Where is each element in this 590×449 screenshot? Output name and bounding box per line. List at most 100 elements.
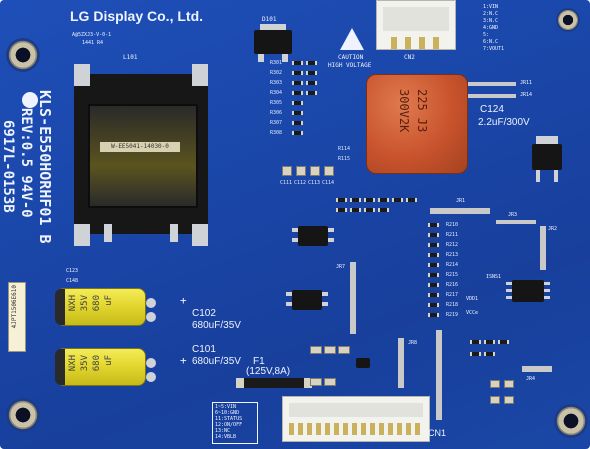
cn2-pin-4: 4:GND — [483, 25, 499, 31]
plus-sign: + — [180, 354, 187, 367]
jr4-label: JR4 — [526, 376, 536, 382]
jr11-label: JR11 — [520, 80, 533, 86]
brand-label: LG Display Co., Ltd. — [70, 8, 204, 24]
ref-label: R114 — [338, 146, 351, 152]
c101-label: C101 — [192, 344, 216, 355]
resistor-label: R307 — [270, 120, 283, 126]
d101-label: D101 — [262, 16, 277, 23]
model-line-1: KLS-E550HORHF01 B — [36, 90, 54, 244]
l101-label: L101 — [123, 54, 138, 61]
cn1-pin-1: 1~5:VIN — [215, 404, 237, 410]
fuse-f1 — [236, 378, 312, 388]
c102-label: C102 — [192, 308, 216, 319]
mounting-hole-top-left — [6, 38, 40, 72]
f1-label: F1 — [253, 356, 265, 367]
c123-label: C123 — [66, 268, 79, 274]
jumper-jr14 — [468, 94, 516, 98]
model-line-3: 6917L-0153B — [0, 120, 16, 213]
serial-sticker: 4JPT1506E610 — [8, 282, 26, 352]
jumper-jr4 — [522, 366, 552, 372]
cap-marking-value: 680 — [92, 355, 102, 372]
jumper-jr7 — [350, 262, 356, 334]
jr1-label: JR1 — [456, 198, 466, 204]
resistor-row-middle — [336, 196, 426, 216]
c102-rating: 680uF/35V — [192, 320, 241, 331]
c102-pad — [146, 298, 156, 308]
jumper-vertical-right — [436, 330, 442, 420]
mounting-hole-bottom-left — [6, 398, 40, 432]
resistor-label: R217 — [446, 292, 459, 298]
cap-marking-nxh: NXH — [68, 355, 78, 372]
resistor-label: R210 — [446, 222, 459, 228]
resistor-label: R211 — [446, 232, 459, 238]
vdd1-label: VDD1 — [466, 296, 479, 302]
top-small-code: A@5ZXJ3-V-0-1 — [72, 32, 112, 38]
connector-cn2 — [376, 0, 456, 50]
caution-label: CAUTION — [338, 54, 364, 61]
electrolytic-capacitor-c102: NXH 35V 680 uF — [55, 288, 146, 326]
controller-ic — [506, 276, 550, 306]
cn1-pinout-box: 1~5:VIN 6~10:GND 11:STATUS 12:ON/OFF 13:… — [212, 402, 258, 444]
resistor-column-right: R210 R211 R212 R213 R214 R215 R216 R217 … — [426, 222, 470, 332]
cn2-pin-3: 3:N.C — [483, 18, 499, 24]
cn2-label: CN2 — [404, 54, 415, 61]
resistor-label: R305 — [270, 100, 283, 106]
smd-cluster-mid: R114 R115 C111 C112 C113 C114 — [280, 146, 360, 192]
cn1-pin-3: 11:STATUS — [215, 416, 243, 422]
smd-cluster-bottom — [310, 340, 390, 390]
ref-label: C113 — [308, 180, 321, 186]
jumper-jr11 — [468, 82, 516, 86]
c124-rating: 2.2uF/300V — [478, 117, 530, 128]
ref-label: C114 — [322, 180, 335, 186]
connector-cn1 — [282, 396, 430, 442]
cn1-label: CN1 — [428, 428, 447, 438]
resistor-label: R215 — [446, 272, 459, 278]
resistor-label: R214 — [446, 262, 459, 268]
ic-so8-upper — [292, 222, 334, 250]
jumper-jr3 — [496, 220, 536, 224]
cap-marking-unit: uF — [104, 355, 114, 366]
cap-marking-nxh: NXH — [68, 295, 78, 312]
cap-marking-voltage: 35V — [80, 355, 90, 372]
c102-pad — [146, 312, 156, 322]
resistor-column-left: R301 R302 R303 R304 R305 R306 R307 R308 — [270, 60, 330, 140]
cn2-pin-7: 7:VOUT1 — [483, 46, 505, 52]
cn1-pin-2: 6~10:GND — [215, 410, 240, 416]
ref-label: C112 — [294, 180, 307, 186]
resistor-label: R303 — [270, 80, 283, 86]
resistor-label: R304 — [270, 90, 283, 96]
high-voltage-label: HIGH VOLTAGE — [328, 62, 372, 69]
isns1-label: ISNS1 — [486, 274, 502, 280]
transistor-top-right — [532, 136, 562, 182]
resistor-label: R219 — [446, 312, 459, 318]
jumper-jr8 — [398, 338, 404, 388]
cn2-pin-1: 1:VIN — [483, 4, 499, 10]
cn2-pin-6: 6:N.C — [483, 39, 499, 45]
mfr-logo — [22, 92, 38, 108]
jr14-label: JR14 — [520, 92, 533, 98]
cn2-pin-2: 2:N.C — [483, 11, 499, 17]
transformer-l101: W-EE5041-14030-0 — [74, 64, 208, 246]
model-line-2: REV:0.5 94V-0 — [18, 108, 34, 218]
f1-rating: (125V,8A) — [246, 366, 291, 377]
cn1-pin-6: 14:VBLB — [215, 434, 237, 440]
mounting-hole-bottom-right — [554, 404, 588, 438]
jr2-label: JR2 — [548, 226, 558, 232]
film-cap-marking-2: 225 J3 — [415, 89, 429, 133]
jr7-label: JR7 — [336, 264, 346, 270]
mounting-hole-top-right — [556, 8, 580, 32]
jumper-jr1 — [430, 208, 490, 214]
c101-rating: 680uF/35V — [192, 356, 241, 367]
plus-sign: + — [180, 294, 187, 307]
cn1-pin-4: 12:ON/OFF — [215, 422, 243, 428]
ref-label: R115 — [338, 156, 351, 162]
c101-pad — [146, 372, 156, 382]
cn2-pin-5: 5: — [483, 32, 490, 38]
caution-triangle-icon — [340, 28, 364, 50]
film-capacitor-c124: 300V2K 225 J3 — [366, 74, 468, 174]
ic-so8-lower — [286, 286, 328, 314]
sticker-text: 4JPT1506E610 — [11, 285, 18, 329]
electrolytic-capacitor-c101: NXH 35V 680 uF — [55, 348, 146, 386]
cap-marking-unit: uF — [104, 295, 114, 306]
